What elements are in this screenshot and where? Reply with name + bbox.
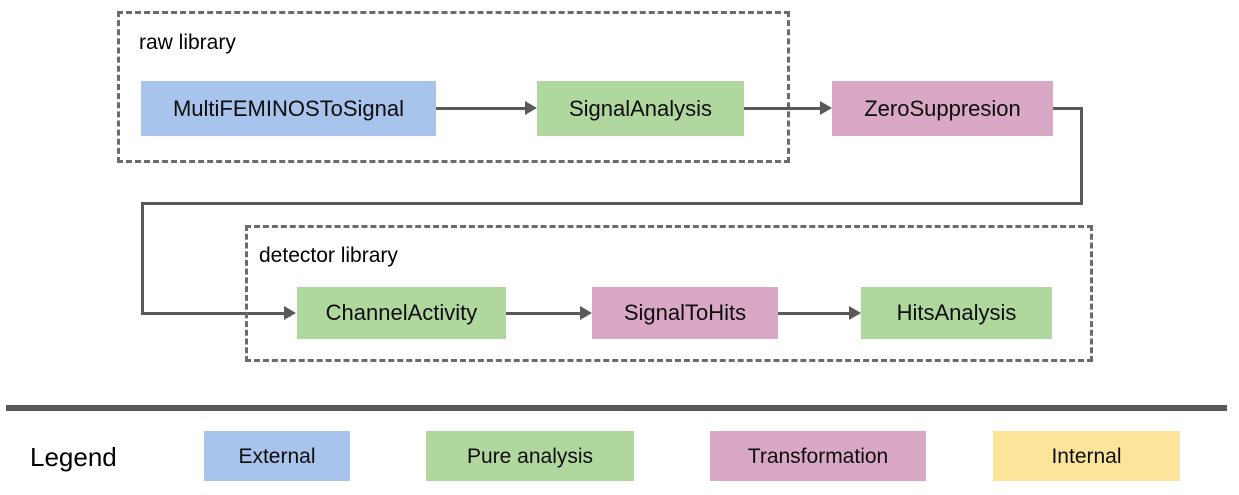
group-detector-library-label: detector library xyxy=(259,244,398,267)
legend-item-external[interactable]: External xyxy=(204,431,350,481)
edge-channelactivity-down-segment xyxy=(141,202,144,315)
node-zerosuppresion[interactable]: ZeroSuppresion xyxy=(832,81,1053,136)
legend-title: Legend xyxy=(30,442,117,472)
edge-arrowhead-signalanalysis xyxy=(525,101,537,115)
node-channelactivity[interactable]: ChannelActivity xyxy=(297,287,506,339)
legend-item-internal-label: Internal xyxy=(1051,444,1122,468)
legend-divider xyxy=(6,405,1227,411)
node-signalanalysis-label: SignalAnalysis xyxy=(568,95,713,121)
node-zerosuppresion-label: ZeroSuppresion xyxy=(864,95,1021,121)
edge-arrowhead-signaltohits xyxy=(580,306,592,320)
node-multifeminostosignal-label: MultiFEMINOSToSignal xyxy=(172,95,405,121)
legend-item-pure-analysis-label: Pure analysis xyxy=(466,444,594,468)
edge-arrowhead-zerosuppresion xyxy=(820,101,832,115)
legend-item-pure-analysis[interactable]: Pure analysis xyxy=(426,431,634,481)
legend-item-internal[interactable]: Internal xyxy=(993,431,1180,481)
node-signaltohits-label: SignalToHits xyxy=(623,300,747,325)
edge-to-channelactivity-segment xyxy=(141,312,284,315)
group-raw-library-label: raw library xyxy=(139,31,236,54)
edge-zerosuppresion-down-segment xyxy=(1080,107,1083,205)
node-signalanalysis[interactable]: SignalAnalysis xyxy=(537,81,744,136)
edge-signalanalysis-to-zerosuppresion xyxy=(744,107,820,110)
node-channelactivity-label: ChannelActivity xyxy=(325,300,478,325)
edge-multifeminostosignal-to-signalanalysis xyxy=(436,107,525,110)
node-multifeminostosignal[interactable]: MultiFEMINOSToSignal xyxy=(141,81,436,136)
legend-item-external-label: External xyxy=(238,444,316,468)
edge-zerosuppresion-left-segment xyxy=(141,202,1083,205)
legend-item-transformation[interactable]: Transformation xyxy=(710,431,926,481)
node-signaltohits[interactable]: SignalToHits xyxy=(592,287,778,339)
edge-signaltohits-to-hitsanalysis xyxy=(778,312,849,315)
group-raw-library xyxy=(117,11,790,163)
group-detector-library xyxy=(245,225,1093,362)
node-hitsanalysis[interactable]: HitsAnalysis xyxy=(861,287,1052,339)
legend-item-transformation-label: Transformation xyxy=(747,444,889,468)
edge-arrowhead-channelactivity xyxy=(284,306,296,320)
edge-zerosuppresion-out-segment xyxy=(1053,107,1083,110)
edge-channelactivity-to-signaltohits xyxy=(506,312,580,315)
node-hitsanalysis-label: HitsAnalysis xyxy=(896,300,1017,325)
edge-arrowhead-hitsanalysis xyxy=(849,306,861,320)
